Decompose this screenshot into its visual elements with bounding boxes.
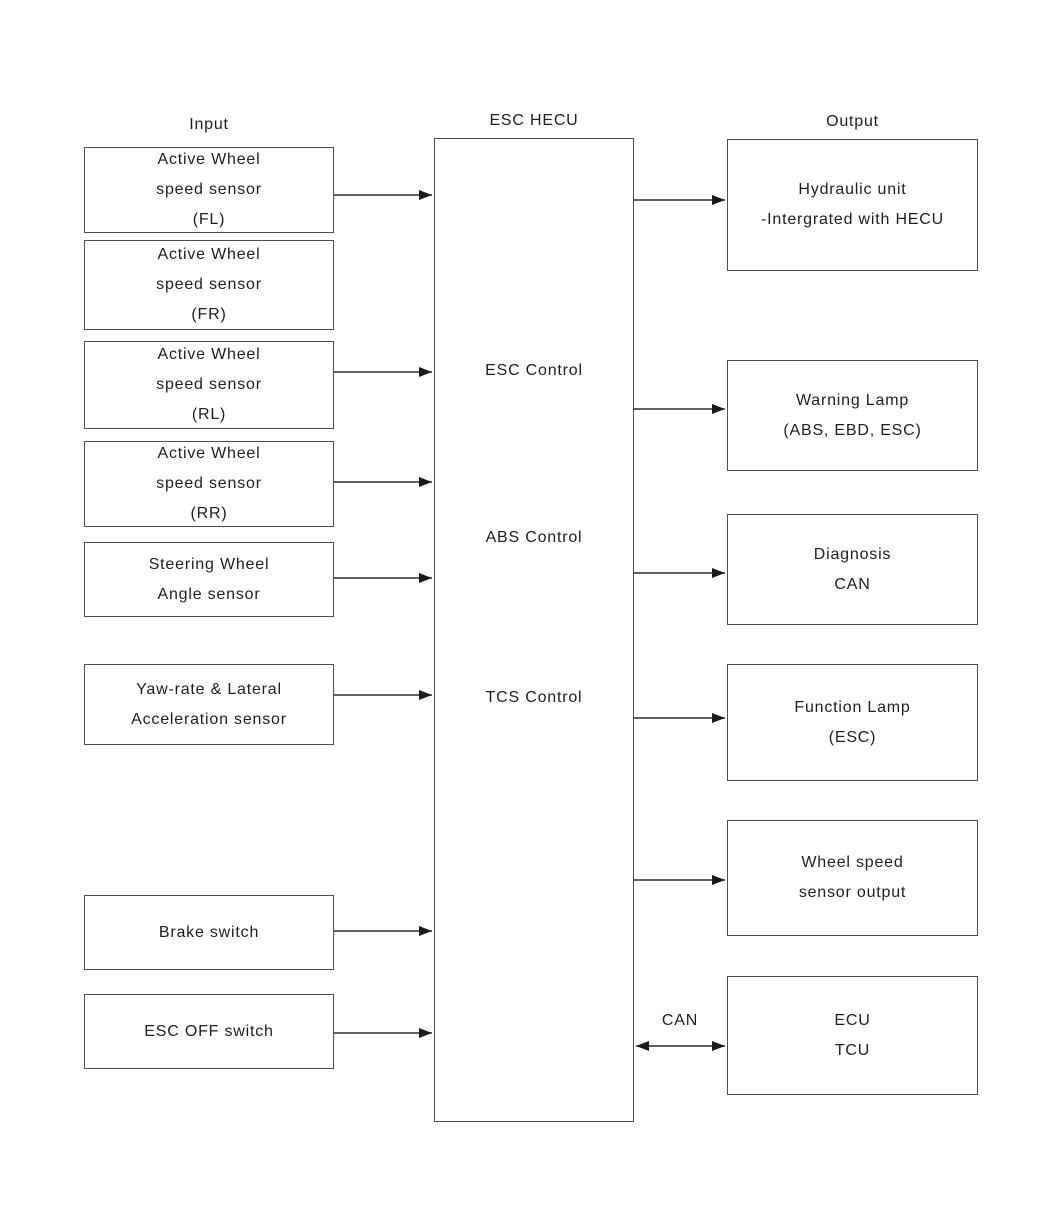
box-text-line: speed sensor: [156, 475, 262, 492]
box-text-line: Function Lamp: [794, 698, 911, 716]
box-text-line: (ABS, EBD, ESC): [783, 421, 922, 439]
output-box-hydraulic-unit: Hydraulic unit -Intergrated with HECU: [727, 139, 978, 271]
box-text-line: speed sensor: [156, 376, 262, 393]
box-text-line: Active Wheel: [157, 151, 261, 168]
box-text-line: ESC OFF switch: [144, 1022, 274, 1040]
box-text-line: TCU: [834, 1041, 871, 1059]
esc-hecu-header: ESC HECU: [489, 112, 579, 129]
box-text-line: Hydraulic unit: [798, 181, 907, 198]
box-text-line: (FL): [192, 211, 226, 228]
output-box-function-lamp: Function Lamp (ESC): [727, 664, 978, 781]
box-text-line: Steering Wheel: [148, 555, 270, 573]
box-text-line: sensor output: [798, 884, 907, 901]
input-box-wheel-speed-sensor-rl: Active Wheel speed sensor (RL): [84, 341, 334, 429]
output-box-wheel-speed-sensor-output: Wheel speed sensor output: [727, 820, 978, 936]
box-text-line: (RL): [191, 406, 227, 423]
box-text-line: Active Wheel: [157, 246, 261, 263]
box-text-line: Wheel speed: [801, 854, 904, 871]
output-box-warning-lamp: Warning Lamp (ABS, EBD, ESC): [727, 360, 978, 471]
input-box-brake-switch: Brake switch: [84, 895, 334, 970]
output-box-diagnosis-can: Diagnosis CAN: [727, 514, 978, 625]
abs-control-label: ABS Control: [485, 529, 583, 546]
box-text-line: Acceleration sensor: [131, 710, 287, 728]
output-box-ecu-tcu: ECU TCU: [727, 976, 978, 1095]
can-bus-label: CAN: [661, 1012, 699, 1029]
input-box-esc-off-switch: ESC OFF switch: [84, 994, 334, 1069]
output-column-header: Output: [826, 113, 879, 130]
box-text-line: Warning Lamp: [795, 391, 910, 409]
esc-hecu-box: ESC Control ABS Control TCS Control: [434, 138, 634, 1122]
input-box-wheel-speed-sensor-fr: Active Wheel speed sensor (FR): [84, 240, 334, 330]
box-text-line: speed sensor: [156, 276, 262, 293]
box-text-line: Angle sensor: [157, 585, 261, 603]
input-box-wheel-speed-sensor-rr: Active Wheel speed sensor (RR): [84, 441, 334, 527]
box-text-line: (FR): [191, 306, 227, 323]
box-text-line: CAN: [834, 575, 871, 593]
box-text-line: (ESC): [828, 728, 877, 746]
esc-control-label: ESC Control: [485, 362, 583, 379]
box-text-line: -Intergrated with HECU: [761, 211, 944, 228]
input-box-wheel-speed-sensor-fl: Active Wheel speed sensor (FL): [84, 147, 334, 233]
box-text-line: Active Wheel: [157, 346, 261, 363]
box-text-line: (RR): [190, 505, 228, 522]
input-box-steering-wheel-angle-sensor: Steering Wheel Angle sensor: [84, 542, 334, 617]
box-text-line: ECU: [834, 1011, 871, 1029]
box-text-line: Diagnosis: [813, 545, 892, 563]
input-column-header: Input: [189, 116, 229, 133]
box-text-line: Active Wheel: [157, 445, 261, 462]
box-text-line: Brake switch: [158, 923, 260, 941]
box-text-line: Yaw-rate & Lateral: [136, 680, 282, 698]
tcs-control-label: TCS Control: [485, 689, 583, 706]
input-box-yaw-rate-lateral-acceleration-sensor: Yaw-rate & Lateral Acceleration sensor: [84, 664, 334, 745]
box-text-line: speed sensor: [156, 181, 262, 198]
